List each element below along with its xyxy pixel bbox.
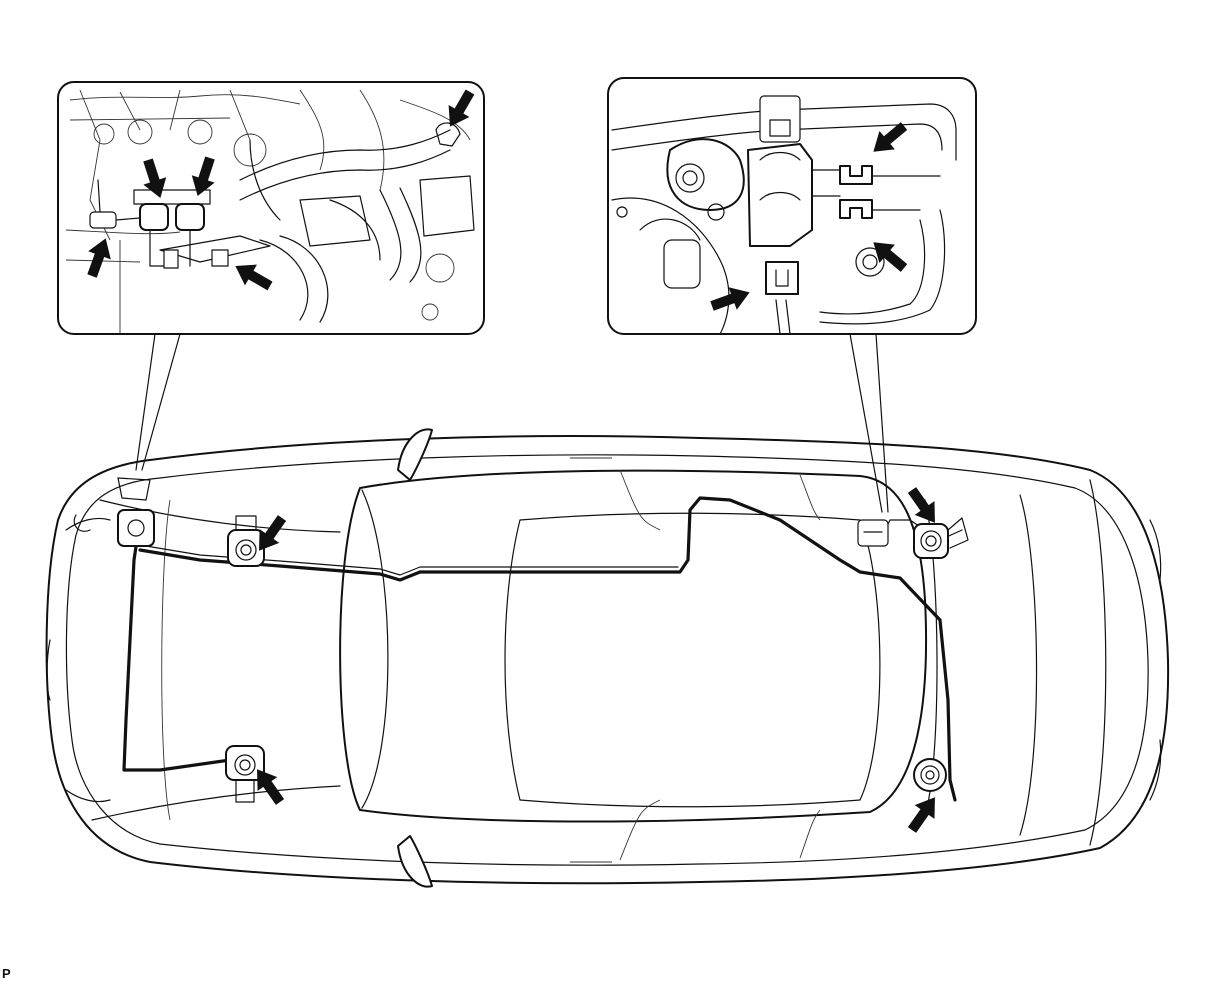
arrow-sensor-rear-right <box>902 790 945 837</box>
vehicle-outline <box>45 428 1170 888</box>
brake-actuator-rear <box>857 519 889 547</box>
figure-code: P <box>2 966 11 981</box>
inset-rear-actuator <box>607 77 977 335</box>
speed-sensor-rear-right <box>913 758 947 792</box>
speed-sensor-rear-left <box>913 517 969 559</box>
brake-actuator-front <box>73 477 155 547</box>
callout-leaders <box>135 333 889 513</box>
speed-sensor-front-right <box>225 745 265 803</box>
speed-sensor-front-left <box>227 515 265 567</box>
inset-engine-compartment <box>57 81 485 335</box>
arrow-sensor-rear-left <box>902 483 945 530</box>
